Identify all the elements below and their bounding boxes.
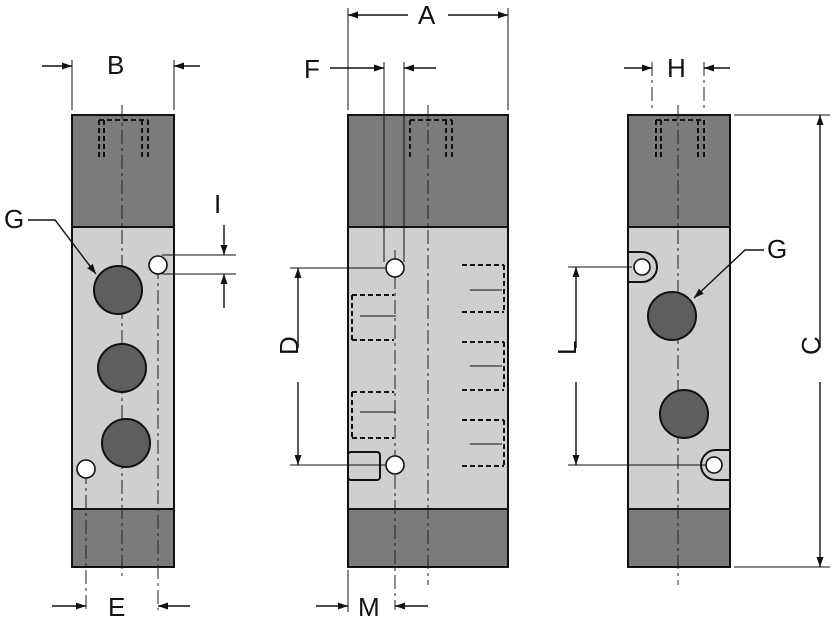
middle-hidden-port-right-2 xyxy=(462,341,505,391)
left-bottom-block xyxy=(71,508,175,568)
label-g-left: G xyxy=(4,204,24,234)
middle-hidden-port-left-2 xyxy=(351,391,394,439)
middle-mount-hole-bottom xyxy=(385,455,405,475)
left-mount-hole-bottom xyxy=(76,459,96,479)
label-d: D xyxy=(274,336,304,355)
label-i: I xyxy=(214,189,221,219)
right-mount-hole-top xyxy=(633,258,651,276)
middle-hidden-ticks xyxy=(360,289,502,445)
right-port-2 xyxy=(659,389,709,439)
right-view: H L C G xyxy=(552,53,830,585)
middle-hidden-thread xyxy=(409,119,453,160)
right-bottom-block xyxy=(627,508,731,568)
left-hidden-thread xyxy=(98,119,149,160)
label-c: C xyxy=(796,336,826,355)
left-view: B E I G xyxy=(4,50,236,622)
g-leader-right xyxy=(693,249,764,299)
left-port-3 xyxy=(101,418,151,468)
right-hidden-thread xyxy=(655,119,705,160)
middle-mount-hole-top xyxy=(385,258,405,278)
g-leader-left xyxy=(28,219,97,275)
label-a: A xyxy=(418,0,436,30)
left-port-2 xyxy=(97,343,147,393)
right-top-block xyxy=(627,114,731,228)
label-g-right: G xyxy=(767,234,787,264)
left-top-block xyxy=(71,114,175,228)
middle-view: A F D M xyxy=(274,0,509,622)
middle-pin xyxy=(347,451,381,481)
middle-hidden-port-left-1 xyxy=(351,294,394,341)
label-m: M xyxy=(358,592,380,622)
label-f: F xyxy=(304,54,320,84)
right-port-1 xyxy=(647,291,697,341)
label-e: E xyxy=(108,592,125,622)
middle-hidden-port-right-3 xyxy=(462,419,505,467)
right-mount-hole-bottom xyxy=(705,456,723,474)
left-mount-hole-top xyxy=(148,255,168,275)
label-l: L xyxy=(552,341,582,355)
label-b: B xyxy=(107,50,124,80)
left-port-1 xyxy=(93,265,143,315)
label-h: H xyxy=(667,53,686,83)
middle-hidden-port-right-1 xyxy=(462,264,505,313)
